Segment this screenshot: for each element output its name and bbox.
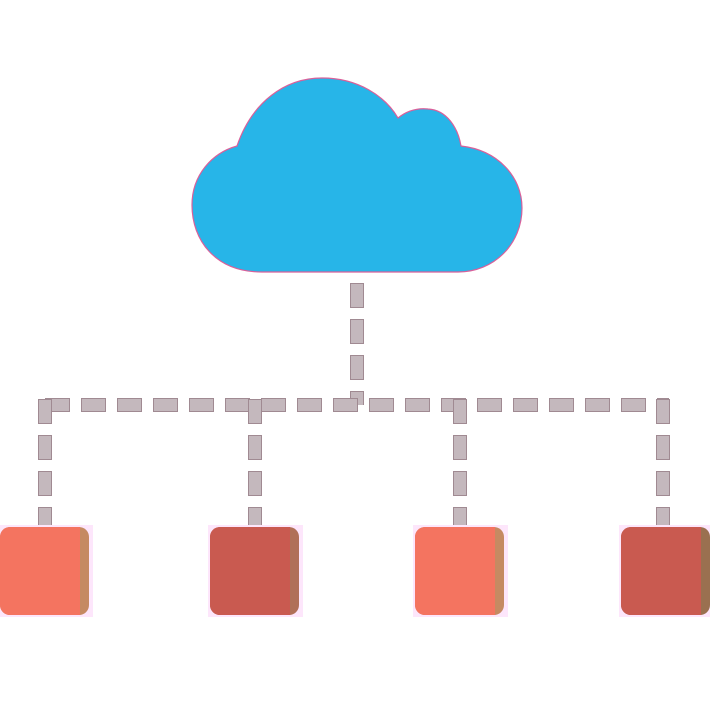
square-node-icon: [210, 527, 290, 615]
node-face-fill: [690, 527, 701, 615]
node-face-fill: [279, 527, 290, 615]
node-face-fill: [69, 527, 80, 615]
dashed-connectors: [38, 283, 670, 526]
network-node-3: [413, 525, 508, 617]
network-node-4: [619, 525, 710, 617]
node-face-fill: [484, 527, 495, 615]
square-node-icon: [621, 527, 701, 615]
square-node-icon: [0, 527, 80, 615]
node-group: [0, 525, 710, 617]
square-node-icon: [415, 527, 495, 615]
network-node-2: [208, 525, 303, 617]
cloud-icon: [191, 77, 523, 273]
network-node-1: [0, 525, 93, 617]
